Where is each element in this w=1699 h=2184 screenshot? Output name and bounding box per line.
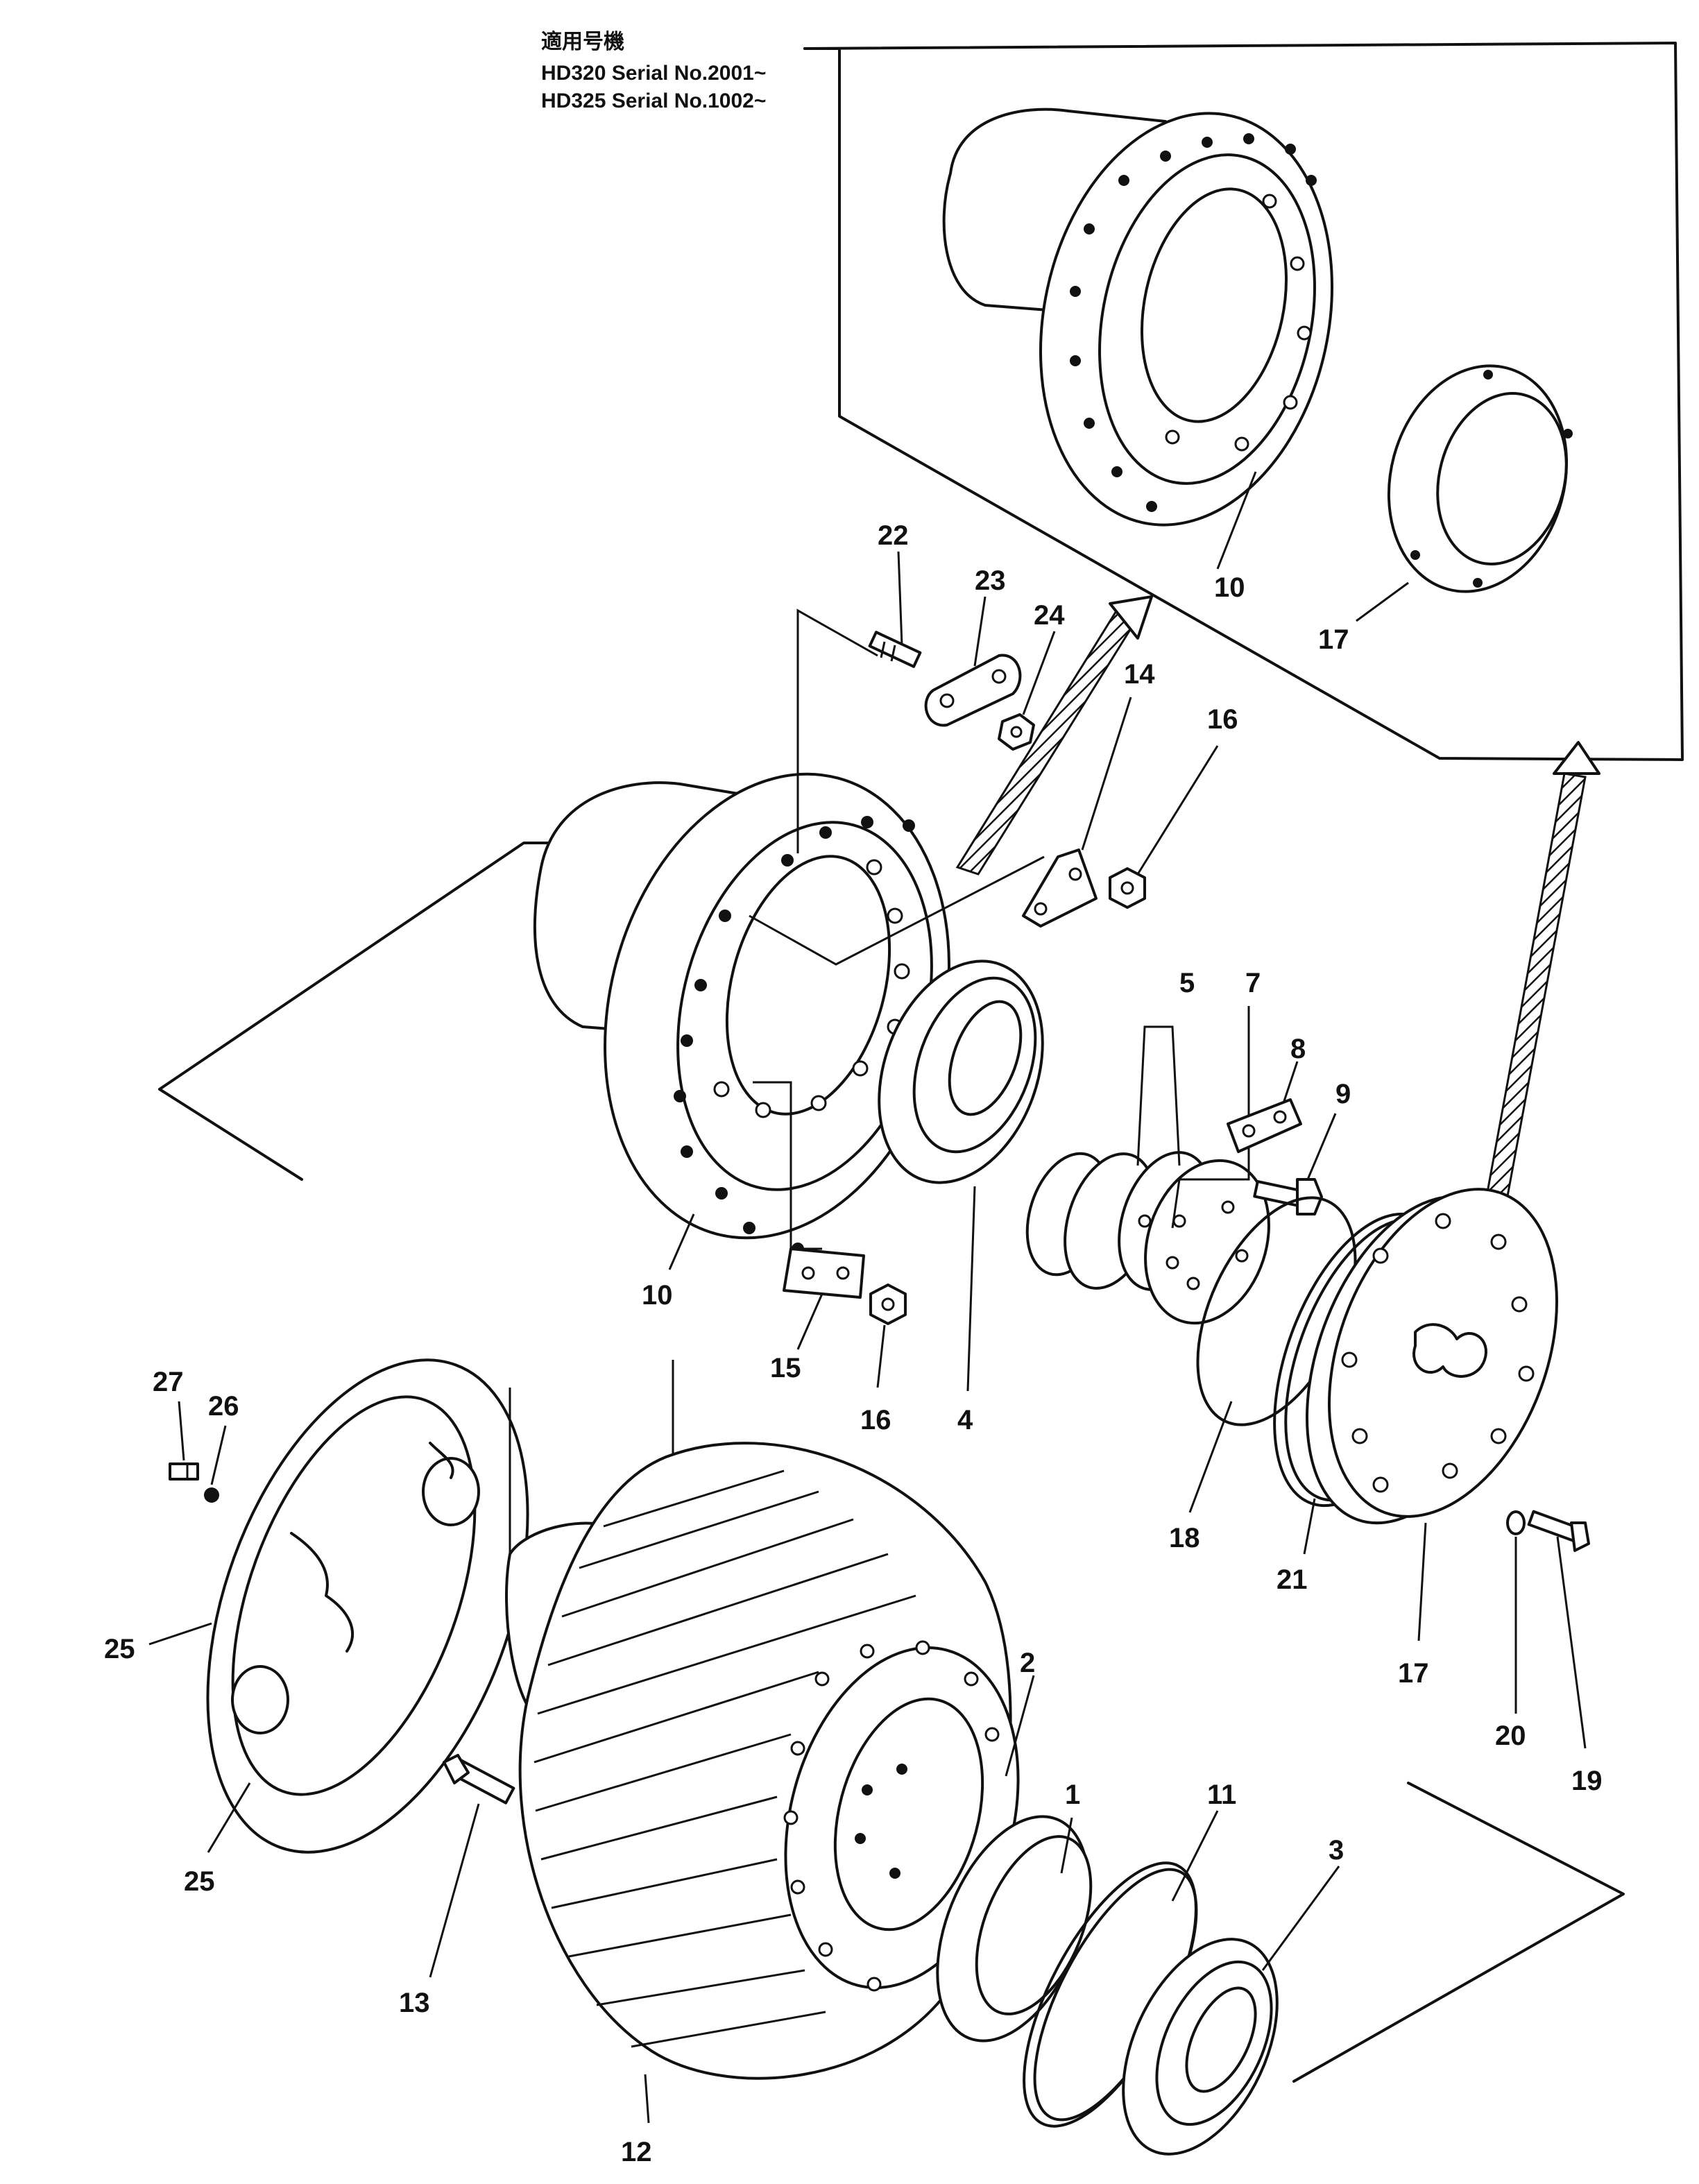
leader-16-upper [1136, 745, 1219, 875]
callout-27: 27 [153, 1367, 184, 1397]
leader-21 [1303, 1498, 1316, 1555]
part-12-drum [505, 1442, 1020, 2080]
callout-23: 23 [975, 565, 1006, 596]
part-20-washer [1506, 1510, 1526, 1535]
callout-11: 11 [1207, 1780, 1236, 1810]
main-wheel-hub [158, 772, 950, 1255]
callout-17-main: 17 [1398, 1658, 1429, 1689]
callout-8: 8 [1290, 1034, 1306, 1064]
part-23-lock-plate [924, 654, 1022, 727]
part-8-lock-plate [1227, 1098, 1302, 1153]
part-15-lock-plate [783, 1247, 865, 1299]
callout-7: 7 [1245, 968, 1261, 998]
leader-4 [966, 1186, 976, 1392]
callout-26: 26 [208, 1391, 239, 1422]
leader-17-main [1417, 1522, 1427, 1641]
serial-line-hd320: HD320 Serial No.2001~ [541, 62, 766, 85]
callout-14: 14 [1124, 659, 1155, 690]
leader-25-lower [207, 1782, 251, 1853]
leader-14-bracket [749, 855, 1045, 966]
part-27-bolt [169, 1462, 199, 1481]
leader-19 [1556, 1536, 1587, 1749]
leader-13 [429, 1803, 480, 1978]
callout-4: 4 [957, 1405, 973, 1435]
leader-25-upper [148, 1622, 212, 1646]
applicable-models-title: 適用号機 [541, 30, 624, 53]
callout-16-lower: 16 [860, 1405, 891, 1435]
drum-bolt-holes [783, 1640, 1000, 1992]
inset-wheel-hub [942, 108, 1333, 527]
callout-5: 5 [1179, 968, 1195, 998]
leader-26 [210, 1425, 227, 1485]
part-17-cover [1306, 1188, 1558, 1525]
callout-12: 12 [621, 2137, 652, 2167]
leader-12 [644, 2074, 650, 2124]
reference-arrow-upper [955, 595, 1153, 876]
callout-25-upper: 25 [104, 1634, 135, 1664]
leader-1 [1060, 1817, 1073, 1874]
callout-19: 19 [1571, 1766, 1603, 1796]
part-16-nut-lower [869, 1283, 907, 1325]
variant-inset-frame [803, 42, 1684, 761]
leader-22-bracket [796, 608, 878, 853]
callout-22: 22 [878, 520, 909, 551]
leader-2 [1005, 1675, 1035, 1777]
part-3-bearing [1122, 1938, 1279, 2156]
leader-5 [1136, 1025, 1181, 1166]
callout-1: 1 [1065, 1780, 1080, 1810]
assembly-reference-bracket [1292, 1782, 1625, 2083]
leader-18 [1188, 1401, 1233, 1513]
leader-10-main [668, 1213, 695, 1270]
part-4-bearing [878, 959, 1044, 1184]
leader-7 [1171, 1006, 1250, 1229]
callout-16-upper: 16 [1207, 704, 1238, 735]
inset-cover [1387, 364, 1573, 593]
callout-25-lower: 25 [184, 1866, 215, 1897]
leader-3 [1261, 1866, 1340, 1971]
part-19-bolt [1527, 1510, 1590, 1552]
part-24-nut [998, 713, 1035, 751]
applicable-models-note: 適用号機 HD320 Serial No.2001~ HD325 Serial … [541, 30, 766, 112]
callout-15: 15 [770, 1353, 801, 1383]
leader-16-lower [876, 1324, 886, 1388]
part-25-guard-ring [206, 1358, 529, 1854]
callout-20: 20 [1495, 1721, 1526, 1751]
leader-11 [1171, 1810, 1219, 1902]
leader-8 [1282, 1061, 1299, 1104]
callout-10-main: 10 [642, 1280, 673, 1311]
callout-2: 2 [1020, 1648, 1035, 1678]
leader-15-bracket [753, 1081, 822, 1250]
leader-14 [1081, 697, 1132, 851]
callout-10-inset: 10 [1214, 572, 1245, 603]
leader-9 [1306, 1113, 1337, 1180]
part-22-stud [868, 631, 922, 668]
leader-17-inset [1356, 581, 1409, 622]
callout-21: 21 [1277, 1564, 1308, 1595]
part-16-nut-upper [1109, 867, 1146, 909]
leader-10-inset [1216, 471, 1257, 570]
callout-24: 24 [1034, 600, 1065, 631]
callout-18: 18 [1169, 1523, 1200, 1553]
callout-3: 3 [1329, 1835, 1344, 1866]
drum-ribs [533, 1469, 916, 2048]
callout-9: 9 [1335, 1079, 1351, 1109]
leader-22 [897, 551, 903, 646]
leader-24 [1022, 631, 1056, 715]
part-14-lock-plate [1022, 848, 1098, 928]
leader-15 [796, 1293, 823, 1350]
reference-arrow-right [1483, 741, 1600, 1209]
serial-line-hd325: HD325 Serial No.1002~ [541, 89, 766, 112]
callout-17-inset: 17 [1318, 624, 1349, 655]
inset-hub-bolt-holes [1070, 133, 1317, 512]
callout-13: 13 [399, 1988, 430, 2018]
leader-27 [178, 1401, 185, 1461]
part-13-bolt [443, 1754, 515, 1805]
leader-23 [973, 596, 987, 667]
part-26-washer [204, 1487, 219, 1503]
